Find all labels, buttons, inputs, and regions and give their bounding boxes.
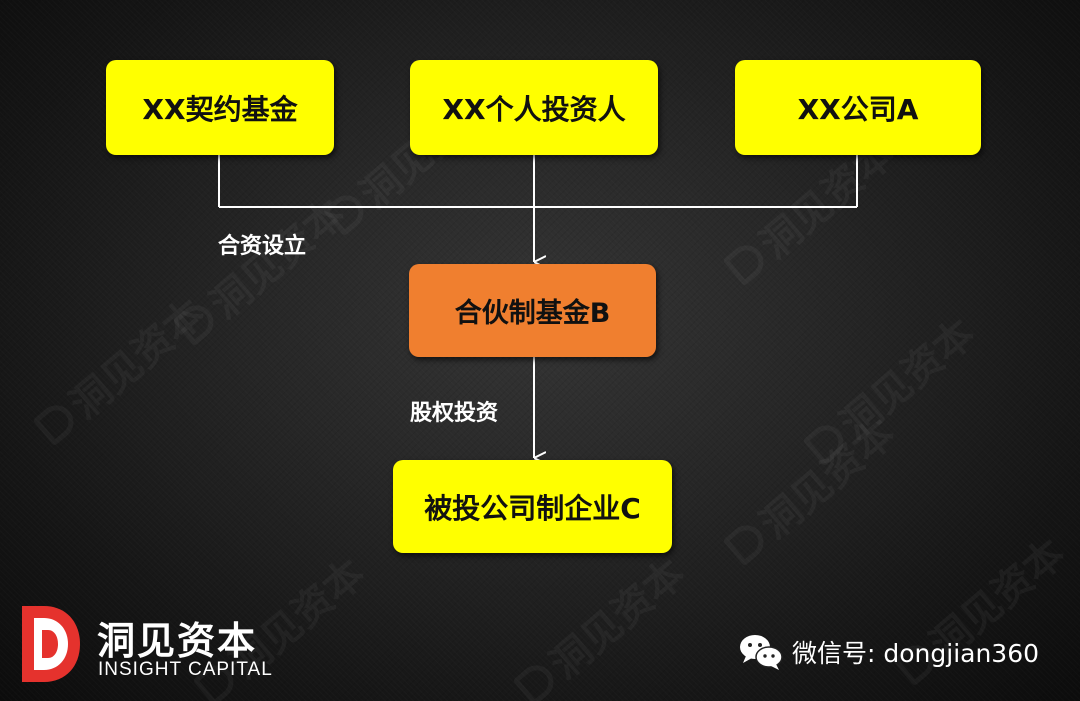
brand-name-cn: 洞见资本 xyxy=(97,619,258,663)
insight-capital-logo xyxy=(22,606,80,682)
node-partnership-fund: 合伙制基金B xyxy=(409,264,656,357)
brand-name-en: INSIGHT CAPITAL xyxy=(98,659,273,680)
wechat-id: 微信号: dongjian360 xyxy=(738,632,1039,672)
node-company-a: XX公司A xyxy=(735,60,981,155)
edge-label-joint-establishment: 合资设立 xyxy=(218,234,307,259)
node-contract-fund: XX契约基金 xyxy=(106,60,334,155)
edge-label-equity-investment: 股权投资 xyxy=(410,401,499,426)
wechat-id-text: 微信号: dongjian360 xyxy=(792,639,1040,668)
wechat-icon xyxy=(740,635,783,670)
node-investee-company: 被投公司制企业C xyxy=(393,460,672,553)
node-individual-investor: XX个人投资人 xyxy=(410,60,658,155)
